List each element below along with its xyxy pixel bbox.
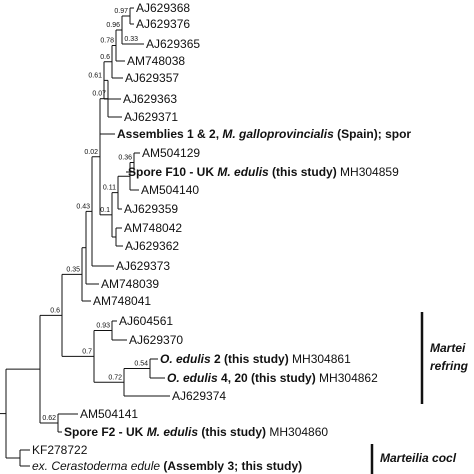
leaf-label-part: M. galloprovincialis: [222, 127, 334, 141]
leaf-label-part: (Spain); spor: [334, 127, 412, 141]
leaf-label: O. edulis 4, 20 (this study) MH304862: [167, 371, 378, 385]
leaf-label: AJ629368: [136, 1, 190, 15]
support-value: 0.72: [108, 374, 122, 381]
leaf-label-part: MH304859: [337, 165, 399, 179]
leaf-label: Spore F2 - UK M. edulis (this study) MH3…: [64, 425, 328, 439]
leaf-label: AM504129: [142, 146, 200, 160]
leaf-label-part: AM504141: [80, 407, 138, 421]
leaf-label: Assemblies 1 & 2, M. galloprovincialis (…: [117, 127, 411, 141]
support-value: 0.36: [118, 155, 132, 162]
leaf-label: AJ629359: [124, 202, 178, 216]
leaf-label-part: AJ629368: [136, 1, 190, 15]
support-value: 0.6: [100, 54, 110, 61]
leaf-label: AJ629371: [124, 110, 178, 124]
support-value: 0.97: [114, 8, 128, 15]
leaf-label-part: Assemblies 1 & 2,: [117, 127, 222, 141]
leaf-label-part: AM748042: [124, 221, 182, 235]
leaf-label-part: O. edulis: [160, 352, 211, 366]
leaf-label-part: AJ629376: [136, 17, 190, 31]
support-value: 0.7: [82, 348, 92, 355]
leaf-label-part: AJ629362: [125, 239, 179, 253]
leaf-label-part: AJ629373: [116, 259, 170, 273]
leaf-label-part: AM748038: [127, 54, 185, 68]
leaf-label-part: ex.: [32, 459, 51, 473]
tree-branches: [0, 7, 170, 467]
leaf-label: AM504141: [80, 407, 138, 421]
leaf-label-part: AM504140: [141, 183, 199, 197]
leaf-label: AJ629365: [146, 37, 200, 51]
leaf-label: O. edulis 2 (this study) MH304861: [160, 352, 351, 366]
leaf-label: Spore F10 - UK M. edulis (this study) MH…: [128, 165, 399, 179]
leaf-label: AM504140: [141, 183, 199, 197]
leaf-label: AJ629376: [136, 17, 190, 31]
leaf-label: ex. Cerastoderma edule (Assembly 3; this…: [32, 459, 302, 473]
leaf-label: AM748041: [93, 294, 151, 308]
leaf-label-part: AJ629371: [124, 110, 178, 124]
leaf-label: AM748038: [127, 54, 185, 68]
leaf-label: AJ629362: [125, 239, 179, 253]
leaf-label-part: KF278722: [32, 443, 88, 457]
support-value: 0.35: [66, 266, 80, 273]
leaf-label-part: (Assembly 3; this study): [160, 459, 302, 473]
support-value: 0.62: [42, 415, 56, 422]
support-value: 0.11: [103, 185, 116, 192]
leaf-label-part: (this study): [198, 425, 266, 439]
leaf-label-part: AJ629363: [123, 92, 177, 106]
leaf-label-part: AJ604561: [119, 314, 173, 328]
support-value: 0.6: [50, 307, 60, 314]
clade-label-line: refring: [430, 359, 469, 373]
support-value: 0.93: [96, 323, 110, 330]
leaf-label-part: Cerastoderma edule: [51, 459, 160, 473]
leaf-label: KF278722: [32, 443, 88, 457]
support-values: 0.97 0.33 0.96 0.78 0.6 0.61 0.02 0.36 0.07 0.1 0.…: [42, 8, 148, 422]
leaf-label-part: AM504129: [142, 146, 200, 160]
clade-label-cochillia: Marteilia cocl: [380, 451, 457, 465]
leaf-labels: AJ629368AJ629376AJ629365AM748038AJ629357…: [32, 1, 411, 473]
leaf-label-part: O. edulis: [167, 371, 218, 385]
leaf-label: AM748039: [101, 277, 159, 291]
leaf-label-part: M. edulis: [147, 425, 199, 439]
leaf-label: AJ629363: [123, 92, 177, 106]
leaf-label-part: MH304860: [266, 425, 328, 439]
support-value: 0.33: [124, 36, 138, 43]
support-value: 0.1: [100, 207, 110, 214]
leaf-label-part: AM748041: [93, 294, 151, 308]
leaf-label: AM748042: [124, 221, 182, 235]
leaf-label-part: AJ629357: [125, 71, 179, 85]
leaf-label-part: AJ629365: [146, 37, 200, 51]
leaf-label-part: AJ629374: [172, 389, 226, 403]
leaf-label: AJ629370: [129, 333, 183, 347]
clade-label-refringens: Martei refring: [430, 341, 469, 373]
leaf-label: AJ604561: [119, 314, 173, 328]
leaf-label: AJ629373: [116, 259, 170, 273]
leaf-label: AJ629357: [125, 71, 179, 85]
leaf-label-part: Spore F2 - UK: [64, 425, 147, 439]
support-value: 0.61: [88, 72, 102, 79]
leaf-label-part: M. edulis: [217, 165, 269, 179]
clade-label-line: Martei: [430, 341, 466, 355]
leaf-label: AJ629374: [172, 389, 226, 403]
leaf-label-part: 2 (this study): [211, 352, 289, 366]
leaf-label-part: MH304862: [316, 371, 378, 385]
leaf-label-part: AJ629359: [124, 202, 178, 216]
leaf-label-part: AJ629370: [129, 333, 183, 347]
support-value: 0.78: [100, 38, 114, 45]
support-value: 0.43: [76, 203, 90, 210]
support-value: 0.96: [106, 22, 120, 29]
support-value: 0.54: [134, 361, 148, 368]
leaf-label-part: (this study): [269, 165, 337, 179]
support-value: 0.07: [92, 91, 106, 98]
leaf-label-part: Spore F10 - UK: [128, 165, 217, 179]
leaf-label-part: 4, 20 (this study): [218, 371, 316, 385]
leaf-label-part: AM748039: [101, 277, 159, 291]
support-value: 0.02: [84, 149, 98, 156]
leaf-label-part: MH304861: [289, 352, 351, 366]
